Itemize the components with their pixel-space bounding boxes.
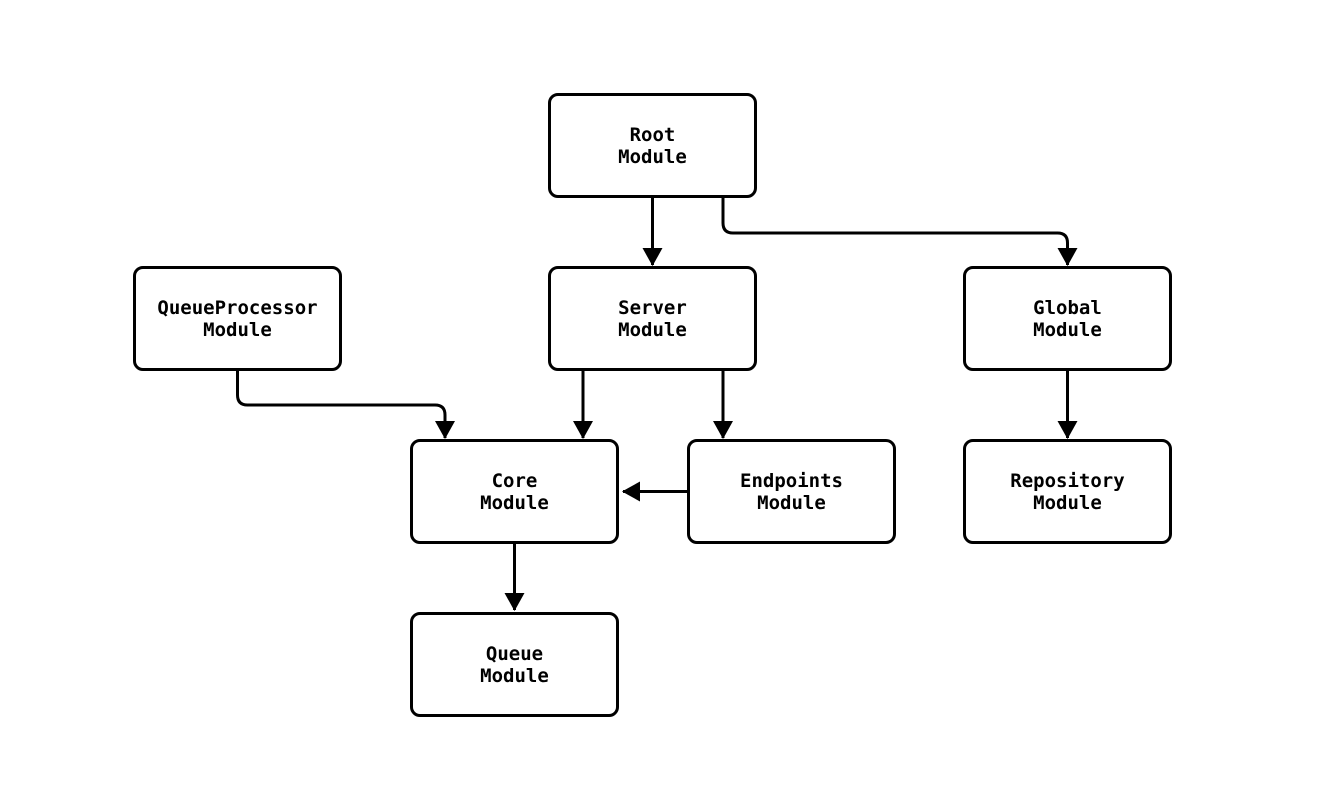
node-server-module-label: Server Module (618, 296, 687, 341)
node-queueprocessor-module: QueueProcessor Module (133, 266, 342, 371)
node-queue-module-label: Queue Module (480, 642, 549, 687)
node-root-module-label: Root Module (618, 123, 687, 168)
node-global-module-label: Global Module (1033, 296, 1102, 341)
node-endpoints-module-label: Endpoints Module (740, 469, 843, 514)
node-endpoints-module: Endpoints Module (687, 439, 896, 544)
node-queueprocessor-module-label: QueueProcessor Module (157, 296, 318, 341)
node-repository-module-label: Repository Module (1010, 469, 1125, 514)
node-repository-module: Repository Module (963, 439, 1172, 544)
node-server-module: Server Module (548, 266, 757, 371)
node-core-module-label: Core Module (480, 469, 549, 514)
node-queue-module: Queue Module (410, 612, 619, 717)
edge-root-to-global (721, 197, 1078, 266)
edge-queueprocessor-to-core (236, 370, 455, 439)
node-core-module: Core Module (410, 439, 619, 544)
node-root-module: Root Module (548, 93, 757, 198)
node-global-module: Global Module (963, 266, 1172, 371)
